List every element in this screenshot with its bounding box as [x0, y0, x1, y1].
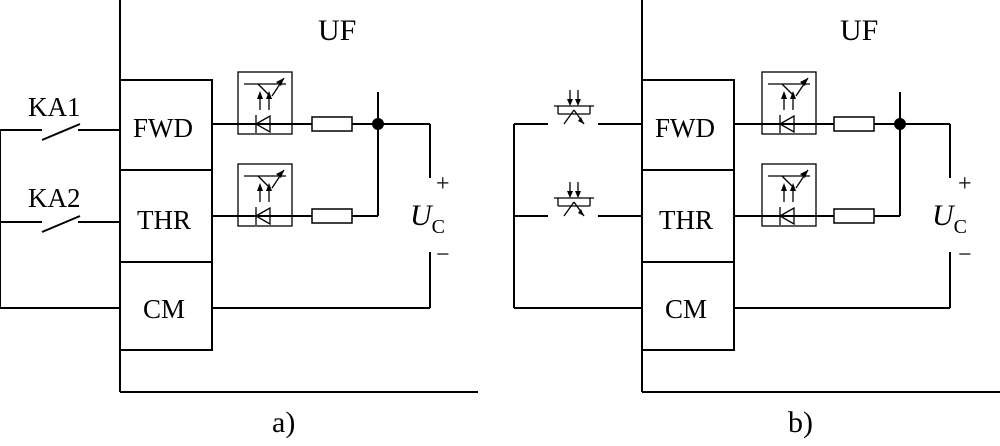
panel-b: UF FWD THR CM + − UC b): [513, 0, 1000, 439]
phototransistor-fwd-b: [553, 89, 595, 125]
switch-ka2: [41, 215, 81, 233]
resistor-thr-b: [833, 208, 875, 224]
supply-minus-a: −: [436, 242, 450, 268]
supply-minus-b: −: [958, 242, 972, 268]
switch-label-ka2: KA2: [28, 183, 81, 213]
resistor-fwd-b: [833, 116, 875, 132]
terminal-cm-b: CM: [665, 294, 707, 324]
supply-label-a: UC: [410, 199, 445, 238]
supply-label-b: UC: [932, 199, 967, 238]
supply-plus-a: +: [436, 171, 450, 197]
switch-ka1: [41, 123, 81, 141]
caption-b: b): [788, 406, 813, 439]
phototransistor-thr-b: [553, 181, 595, 217]
terminal-fwd-a: FWD: [133, 113, 193, 143]
junction-b: [894, 118, 906, 130]
terminal-cm-a: CM: [143, 294, 185, 324]
caption-a: a): [272, 406, 295, 439]
terminal-thr-b: THR: [659, 205, 713, 235]
supply-plus-b: +: [958, 171, 972, 197]
resistor-thr-a: [311, 208, 353, 224]
uf-label-b: UF: [840, 14, 878, 47]
panel-a: UF FWD THR CM + − UC KA1: [0, 0, 478, 439]
junction-a: [372, 118, 384, 130]
switch-label-ka1: KA1: [28, 92, 81, 122]
resistor-fwd-a: [311, 116, 353, 132]
terminal-fwd-b: FWD: [655, 113, 715, 143]
terminal-thr-a: THR: [137, 205, 191, 235]
uf-label-a: UF: [318, 14, 356, 47]
